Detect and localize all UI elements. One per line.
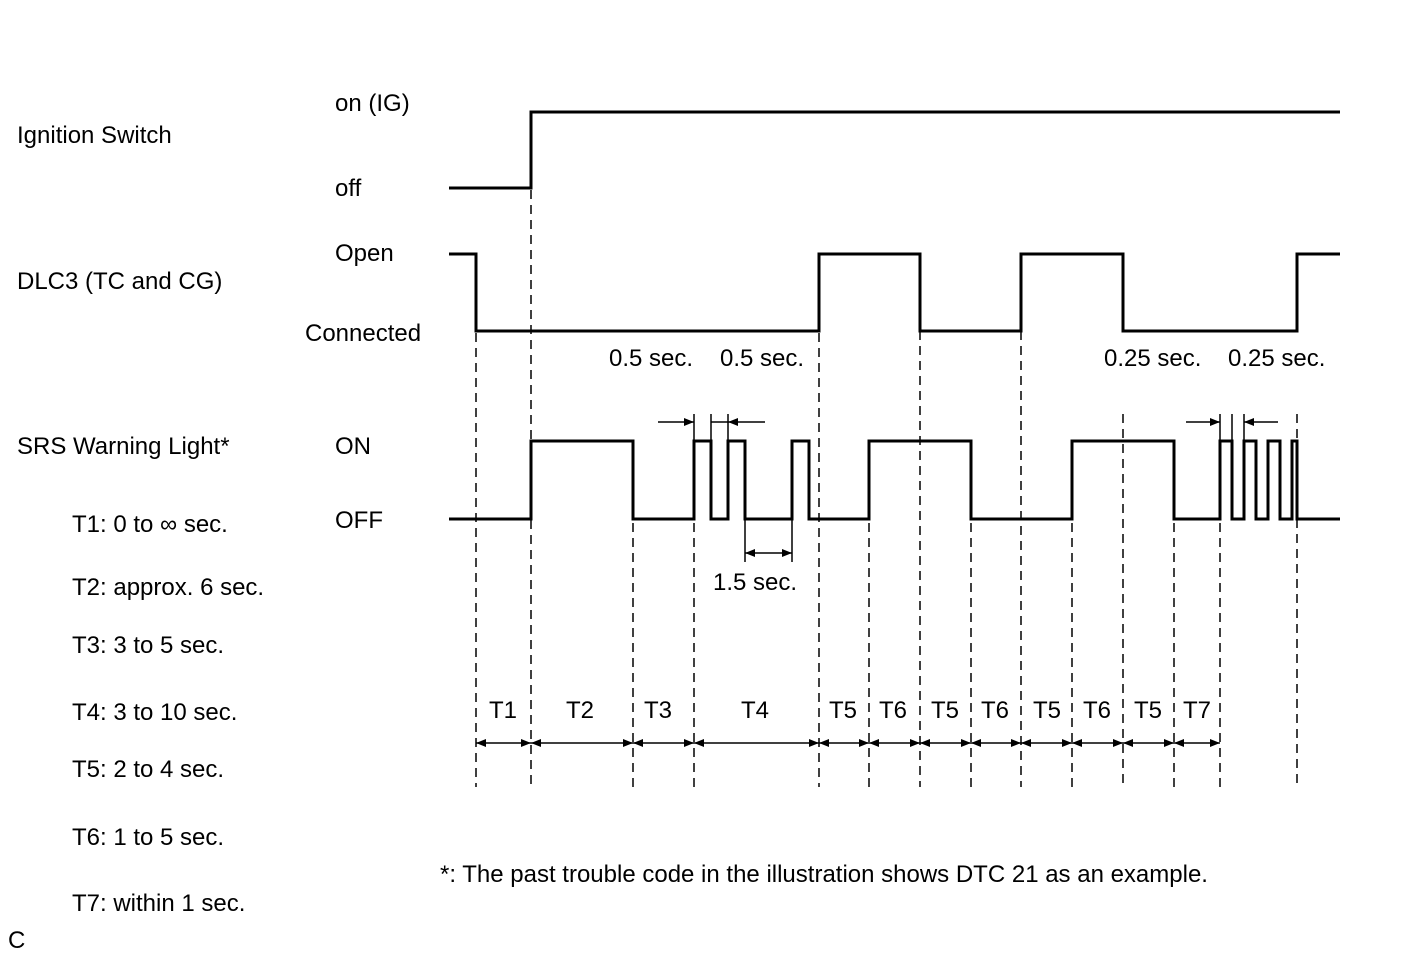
quarter-sec-note-b: 0.25 sec. — [1228, 345, 1325, 372]
ignition-waveform — [449, 110, 1340, 190]
half-second-dimension — [658, 414, 765, 441]
interval-label: T6 — [981, 697, 1009, 724]
gap-dimension — [744, 519, 793, 562]
dlc3-waveform — [449, 252, 1340, 333]
dlc3-label: DLC3 (TC and CG) — [17, 268, 223, 295]
srs-warning-light-label: SRS Warning Light* — [17, 433, 230, 460]
srs-waveform — [449, 439, 1340, 521]
corner-mark: C — [8, 927, 26, 954]
interval-label: T5 — [1033, 697, 1061, 724]
srs-off-label: OFF — [335, 507, 383, 534]
half-sec-note-b: 0.5 sec. — [720, 345, 804, 372]
interval-label: T5 — [931, 697, 959, 724]
legend-t7: T7: within 1 sec. — [72, 890, 246, 917]
interval-labels: T1 T2 T3 T4 T5 T6 T5 T6 T5 T6 T5 T7 — [489, 697, 1211, 724]
interval-label: T2 — [566, 697, 594, 724]
gap-note: 1.5 sec. — [713, 569, 797, 596]
legend-t3: T3: 3 to 5 sec. — [72, 632, 225, 659]
legend-t2: T2: approx. 6 sec. — [72, 574, 265, 601]
quarter-second-dimension — [1186, 414, 1278, 441]
dlc3-connected-label: Connected — [305, 320, 422, 347]
interval-label: T1 — [489, 697, 517, 724]
srs-on-label: ON — [335, 433, 371, 460]
quarter-sec-note-a: 0.25 sec. — [1104, 345, 1201, 372]
interval-label: T6 — [1083, 697, 1111, 724]
legend-t4: T4: 3 to 10 sec. — [72, 699, 238, 726]
interval-label: T5 — [1134, 697, 1162, 724]
legend-t6: T6: 1 to 5 sec. — [72, 824, 225, 851]
ignition-on-label: on (IG) — [335, 90, 410, 117]
legend-t5: T5: 2 to 4 sec. — [72, 756, 225, 783]
interval-label: T3 — [644, 697, 672, 724]
legend-t1: T1: 0 to ∞ sec. — [72, 511, 228, 538]
half-sec-note-a: 0.5 sec. — [609, 345, 693, 372]
footnote: *: The past trouble code in the illustra… — [440, 861, 1208, 888]
ignition-off-label: off — [335, 175, 362, 202]
interval-label: T7 — [1183, 697, 1211, 724]
dlc3-open-label: Open — [335, 240, 394, 267]
interval-label: T4 — [741, 697, 769, 724]
interval-label: T6 — [879, 697, 907, 724]
interval-label: T5 — [829, 697, 857, 724]
ignition-switch-label: Ignition Switch — [17, 122, 172, 149]
